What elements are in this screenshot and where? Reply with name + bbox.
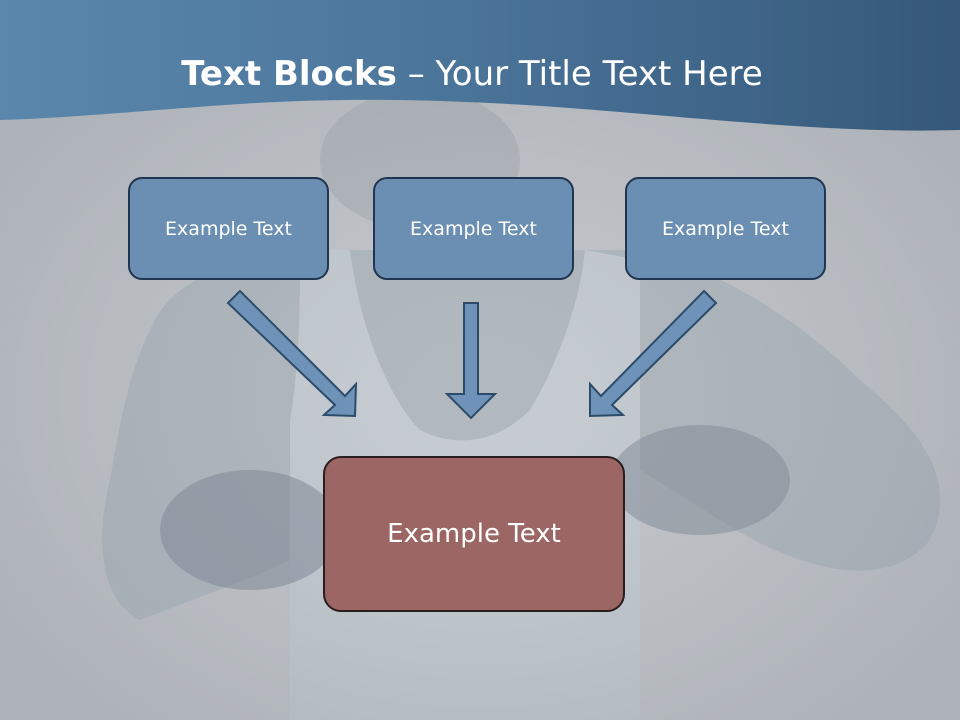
- title-rest-part: Your Title Text Here: [435, 54, 763, 94]
- arrow-center-down: [444, 302, 498, 420]
- text-block-bottom[interactable]: Example Text: [323, 456, 625, 612]
- text-block-top-middle-label: Example Text: [410, 217, 537, 240]
- text-block-top-left-label: Example Text: [165, 217, 292, 240]
- arrow-right-diagonal: [589, 289, 718, 418]
- page-title: Text Blocks – Your Title Text Here: [0, 52, 944, 96]
- text-block-top-right-label: Example Text: [662, 217, 789, 240]
- text-block-top-right[interactable]: Example Text: [625, 177, 826, 280]
- text-block-top-middle[interactable]: Example Text: [373, 177, 574, 280]
- arrow-left-diagonal: [226, 289, 358, 418]
- title-bold-part: Text Blocks: [181, 54, 397, 94]
- text-block-top-left[interactable]: Example Text: [128, 177, 329, 280]
- text-block-bottom-label: Example Text: [387, 519, 561, 549]
- title-dash: –: [396, 54, 436, 94]
